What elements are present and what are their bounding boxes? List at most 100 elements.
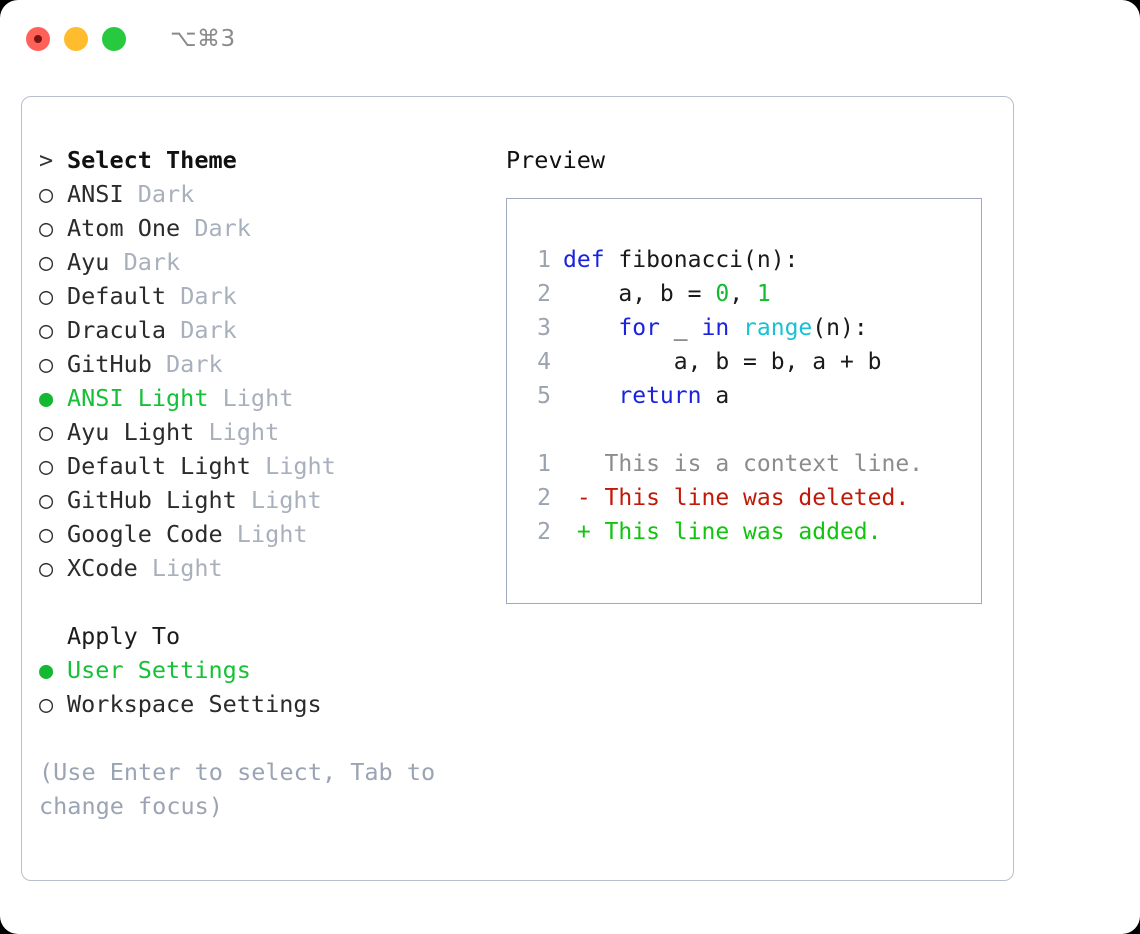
theme-name: GitHub Light [67, 486, 237, 514]
window-controls [26, 27, 126, 51]
theme-name: Dracula [67, 316, 167, 344]
theme-name: ANSI Light [67, 384, 209, 412]
preview-title: Preview [506, 146, 606, 174]
theme-variant-label: Dark [123, 180, 195, 208]
apply-to-item[interactable]: ○Workspace Settings [39, 687, 485, 721]
radio-unselected-icon: ○ [39, 418, 54, 446]
radio-unselected-icon: ○ [39, 248, 54, 276]
select-theme-title: Select Theme [67, 146, 237, 174]
code-token-kw: return [618, 383, 702, 409]
line-number: 3 [537, 315, 551, 341]
radio-unselected-icon: ○ [39, 180, 54, 208]
content-panel: > Select Theme ○ANSI Dark○Atom One Dark○… [21, 96, 1014, 881]
code-token-plain [729, 315, 743, 341]
code-text: for _ in range(n): [563, 311, 868, 345]
theme-name: Ayu [67, 248, 110, 276]
radio-selected-icon: ● [39, 384, 54, 412]
theme-list-item[interactable]: ○Default Light Light [39, 449, 485, 483]
close-button[interactable] [26, 27, 50, 51]
theme-list-item[interactable]: ○ XCode Light [39, 551, 485, 585]
code-line: 2 a, b = 0, 1 [525, 277, 981, 311]
apply-to-item[interactable]: ●User Settings [39, 653, 485, 687]
select-theme-header: > Select Theme [39, 143, 485, 177]
section-spacer [39, 585, 485, 619]
apply-to-header: ○ Apply To [39, 619, 485, 653]
diff-text-del: - This line was deleted. [563, 485, 910, 511]
line-number: 1 [537, 247, 551, 273]
theme-variant-label: Light [137, 554, 223, 582]
apply-to-label: Apply To [67, 622, 181, 650]
theme-variant-label: Dark [151, 350, 223, 378]
radio-unselected-icon: ○ [39, 214, 54, 242]
radio-unselected-icon: ○ [39, 520, 54, 548]
code-token-plain: a, b = b, a + b [563, 349, 882, 375]
minimize-button[interactable] [64, 27, 88, 51]
theme-list-item[interactable]: ○ GitHub Light Light [39, 483, 485, 517]
theme-name: GitHub [67, 350, 152, 378]
code-text: def fibonacci(n): [563, 243, 798, 277]
diff-line: 2 - This line was deleted. [525, 481, 981, 515]
code-token-kw: in [701, 315, 730, 341]
theme-name: Google Code [67, 520, 223, 548]
radio-unselected-icon: ○ [39, 282, 54, 310]
code-line: 1 def fibonacci(n): [525, 243, 981, 277]
theme-variant-label: Light [236, 486, 322, 514]
radio-unselected-icon: ○ [39, 554, 54, 582]
maximize-button[interactable] [102, 27, 126, 51]
theme-list-item[interactable]: ○Default Dark [39, 279, 485, 313]
code-token-plain [563, 315, 618, 341]
code-token-plain: a, b = [563, 281, 716, 307]
code-token-plain: a [701, 383, 730, 409]
line-number: 4 [537, 349, 551, 375]
apply-to-list: ●User Settings○Workspace Settings [39, 653, 485, 721]
theme-variant-label: Light [222, 520, 308, 548]
code-token-plain: (n): [812, 315, 868, 341]
radio-unselected-icon: ○ [39, 350, 54, 378]
theme-list-item[interactable]: ○ Dracula Dark [39, 313, 485, 347]
theme-list-item[interactable]: ○Atom One Dark [39, 211, 485, 245]
diff-line: 1 This is a context line. [525, 447, 981, 481]
code-token-plain [563, 383, 618, 409]
code-token-kw: for [618, 315, 660, 341]
theme-variant-label: Dark [109, 248, 181, 276]
code-line: 3 for _ in range(n): [525, 311, 981, 345]
theme-list: ○ANSI Dark○Atom One Dark○Ayu Dark○Defaul… [39, 177, 485, 585]
theme-variant-label: Dark [166, 282, 237, 310]
diff-text-ctx: This is a context line. [563, 451, 924, 477]
code-token-kw: def [563, 247, 605, 273]
keyboard-hint: (Use Enter to select, Tab to change focu… [39, 758, 436, 820]
radio-selected-icon: ● [39, 656, 54, 684]
radio-unselected-icon: ○ [39, 486, 54, 514]
diff-line-number: 2 [537, 485, 551, 511]
theme-variant-label: Dark [166, 316, 237, 344]
theme-list-item[interactable]: ○ ANSI Dark [39, 177, 485, 211]
line-number: 5 [537, 383, 551, 409]
focus-caret-icon: > [39, 146, 54, 174]
radio-unselected-icon: ○ [39, 452, 54, 480]
theme-name: ANSI [67, 180, 124, 208]
theme-list-item[interactable]: ○ Google Code Light [39, 517, 485, 551]
diff-line: 2 + This line was added. [525, 515, 981, 549]
apply-to-marker-placeholder: ○ [39, 619, 67, 653]
theme-list-item[interactable]: ○ GitHub Dark [39, 347, 485, 381]
theme-list-item[interactable]: ● ANSI Light Light [39, 381, 485, 415]
code-token-fn: range [743, 315, 813, 341]
theme-variant-label: Light [194, 418, 280, 446]
theme-name: Default Light [67, 452, 251, 480]
theme-variant-label: Light [208, 384, 294, 412]
apply-to-item-label: Workspace Settings [67, 690, 322, 718]
radio-unselected-icon: ○ [39, 316, 54, 344]
code-token-plain: fibonacci(n): [604, 247, 799, 273]
theme-name: Ayu Light [67, 418, 195, 446]
theme-list-item[interactable]: ○ Ayu Dark [39, 245, 485, 279]
theme-variant-label: Dark [180, 214, 251, 242]
diff-line-number: 1 [537, 451, 551, 477]
line-number: 2 [537, 281, 551, 307]
theme-name: XCode [67, 554, 138, 582]
theme-list-item[interactable]: ○ Ayu Light Light [39, 415, 485, 449]
hint-spacer [39, 721, 485, 755]
code-text: return a [563, 379, 729, 413]
